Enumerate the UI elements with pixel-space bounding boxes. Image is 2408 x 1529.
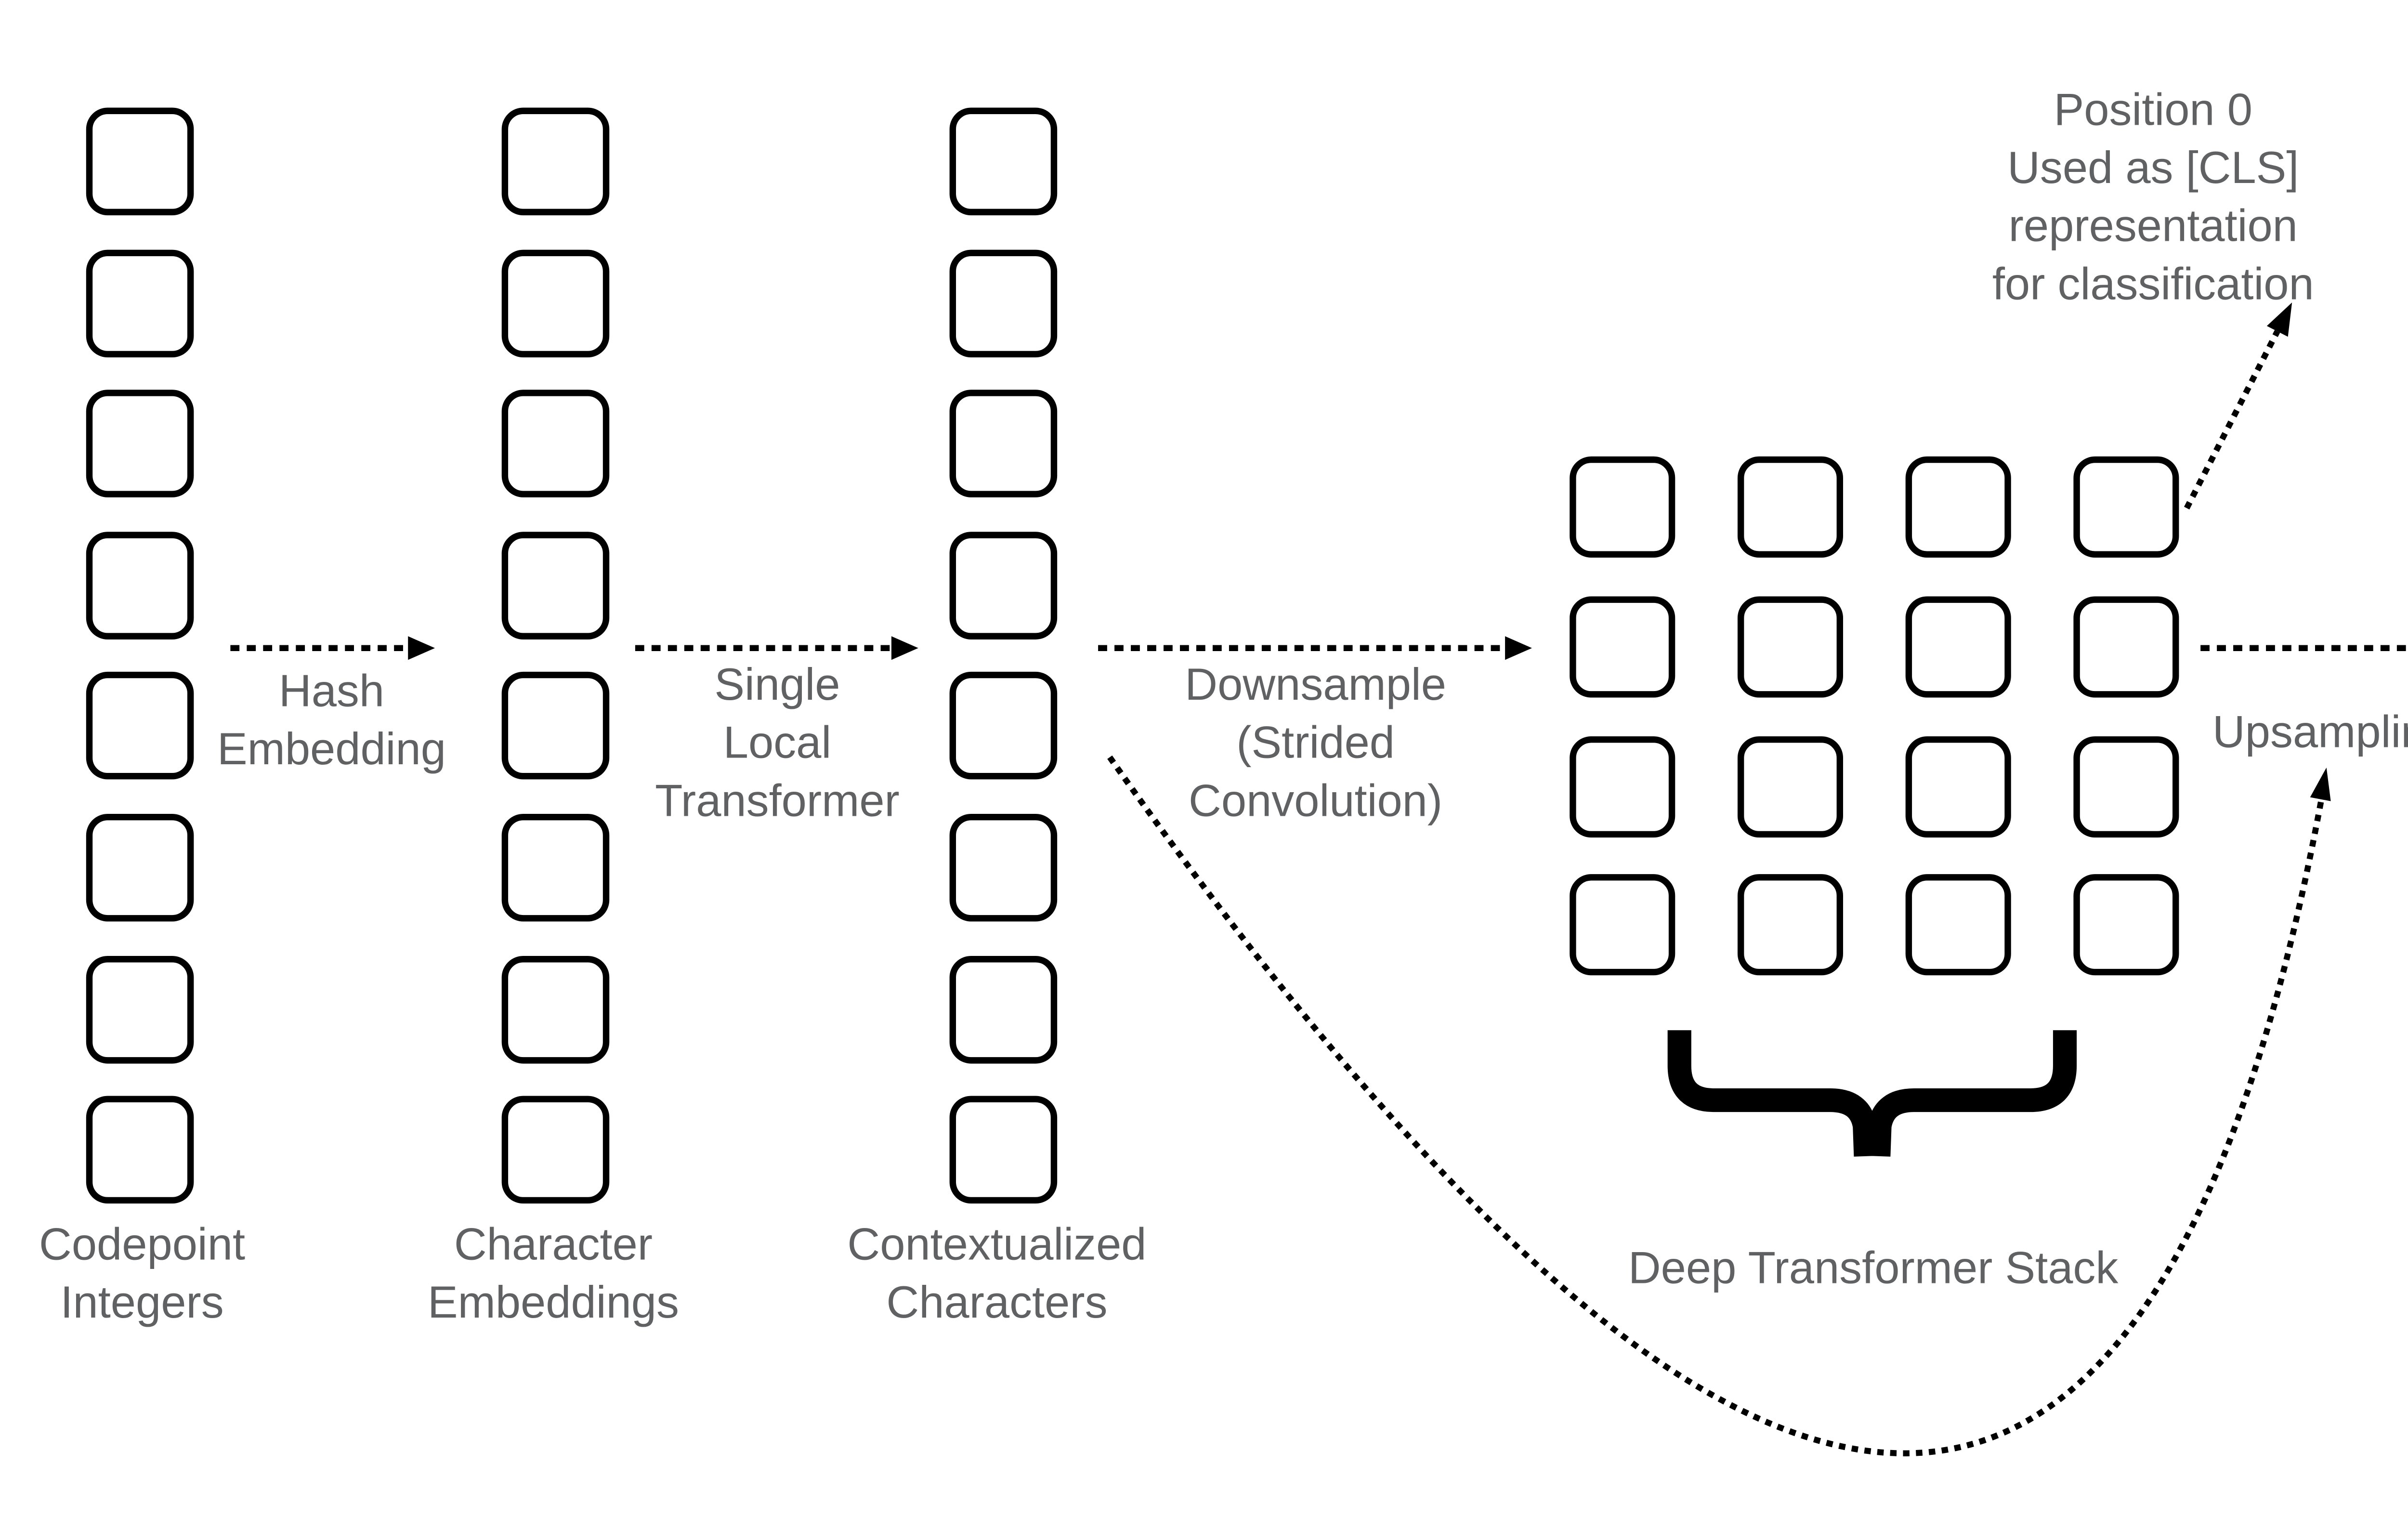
token-box [949,390,1058,498]
token-box [86,107,194,216]
upsampling-arrow [2200,645,2408,651]
character-embeddings-label: Character Embeddings [428,1220,679,1329]
token-box [949,813,1058,922]
token-box [86,1096,194,1204]
token-box [2073,456,2179,558]
token-box [86,390,194,498]
token-box [2073,875,2179,977]
token-box [1570,735,1675,837]
token-box [86,248,194,357]
token-box [949,672,1058,781]
underbrace [1667,1030,2077,1157]
token-box [1905,596,2011,697]
token-box [949,531,1058,639]
token-box [501,107,610,216]
token-box [949,248,1058,357]
codepoint-integers-label: Codepoint Integers [39,1220,246,1329]
deep-transformer-grid [1570,456,2179,977]
token-box [501,672,610,781]
upsampling-label: Upsampling [2212,708,2408,758]
token-box [501,1096,610,1204]
column-character-embeddings [501,107,610,1204]
token-box [1905,456,2011,558]
token-box [86,955,194,1063]
token-box [949,1096,1058,1204]
column-contextualized-characters [949,107,1058,1204]
contextualized-characters-label: Contextualized Characters [847,1220,1147,1329]
token-box [2073,735,2179,837]
token-box [86,672,194,781]
token-box [501,390,610,498]
token-box [2073,596,2179,697]
token-box [501,531,610,639]
downsample-label: Downsample (Strided Convolution) [1185,661,1447,827]
token-box [501,248,610,357]
token-box [1905,875,2011,977]
token-box [1737,735,1844,837]
token-box [86,813,194,922]
token-box [501,955,610,1063]
token-box [1737,456,1844,558]
cls-annotation: Position 0 Used as [CLS] representation … [1992,86,2314,310]
hash-embedding-label: Hash Embedding [217,667,446,775]
token-box [1737,875,1844,977]
hash-embedding-arrow [230,636,435,660]
token-box [1905,735,2011,837]
token-box [949,107,1058,216]
token-box [1570,596,1675,697]
token-box [949,955,1058,1063]
cls-position0-arrow [2184,302,2292,510]
token-box [86,531,194,639]
token-box [1570,875,1675,977]
token-box [1737,596,1844,697]
column-codepoint-integers [86,107,194,1204]
token-box [501,813,610,922]
token-box [1570,456,1675,558]
single-local-transformer-label: Single Local Transformer [655,661,900,827]
deep-transformer-stack-label: Deep Transformer Stack [1628,1244,2119,1294]
